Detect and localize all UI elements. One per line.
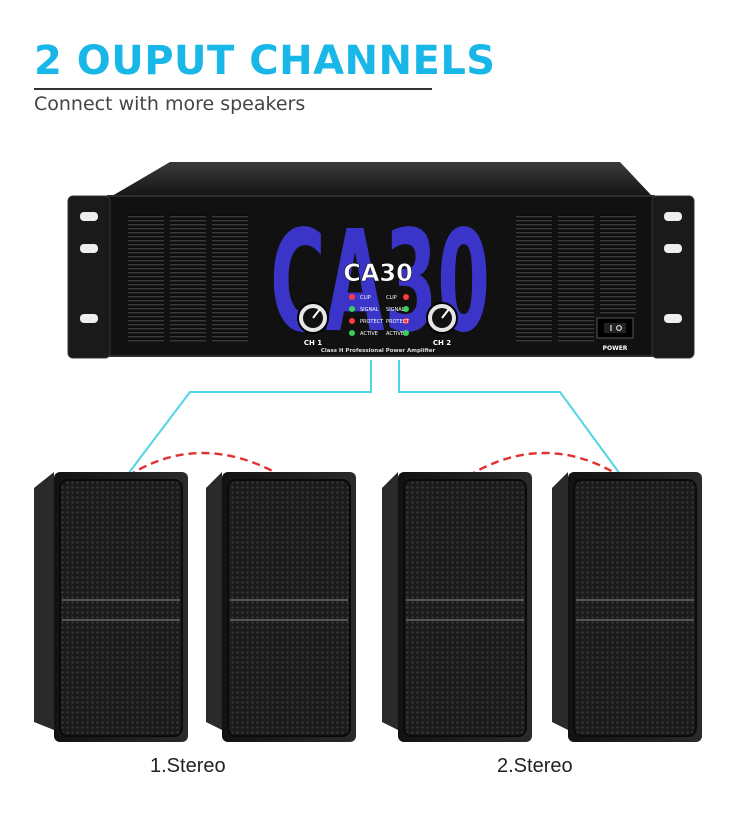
active-led-icon: [349, 330, 355, 336]
model-logo-small: CA30: [343, 259, 413, 287]
signal-led-icon: [403, 306, 409, 312]
rack-hole: [80, 314, 98, 323]
volume-knob-ch2[interactable]: [426, 302, 458, 334]
title-underline: [34, 88, 432, 90]
rack-hole: [80, 244, 98, 253]
channel-2-label: CH 2: [433, 339, 451, 347]
protect-led-icon: [403, 318, 409, 324]
model-logo-large: CA30: [270, 201, 490, 364]
speaker-links: [127, 451, 621, 478]
power-label: POWER: [603, 345, 628, 352]
caption-stereo-2: 2.Stereo: [497, 755, 573, 777]
page-title: 2 OUPUT CHANNELS: [34, 38, 496, 84]
indicator-label: CLIP: [386, 295, 397, 301]
clip-led-icon: [403, 294, 409, 300]
amp-tagline: Class H Professional Power Amplifier: [321, 348, 436, 354]
rack-hole: [664, 244, 682, 253]
vent-grille: [558, 214, 594, 342]
indicator-label: CLIP: [360, 295, 371, 301]
speaker-3: [382, 472, 532, 742]
speaker-2: [206, 472, 356, 742]
page-subtitle: Connect with more speakers: [34, 93, 306, 115]
vent-grille: [170, 214, 206, 342]
channel-1-label: CH 1: [304, 339, 322, 347]
indicator-label: PROTECT: [360, 319, 384, 325]
cable-right: [398, 360, 621, 475]
link-left: [127, 451, 283, 478]
speaker-cables: [127, 360, 621, 475]
indicator-label: SIGNAL: [386, 307, 405, 313]
rack-hole: [664, 314, 682, 323]
speaker-1: [34, 472, 188, 742]
active-led-icon: [403, 330, 409, 336]
indicator-label: ACTIVE: [386, 331, 404, 337]
indicator-label: PROTECT: [386, 319, 410, 325]
vent-grille: [600, 214, 636, 314]
link-right: [467, 451, 621, 478]
indicator-label: SIGNAL: [360, 307, 379, 313]
volume-knob-ch1[interactable]: [297, 302, 329, 334]
protect-led-icon: [349, 318, 355, 324]
rack-hole: [664, 212, 682, 221]
indicator-label: ACTIVE: [360, 331, 378, 337]
rack-hole: [80, 212, 98, 221]
indicator-panel-ch1: CLIP SIGNAL PROTECT ACTIVE: [349, 294, 384, 337]
signal-led-icon: [349, 306, 355, 312]
amplifier: CA30 CA30 CH 1 CH 2 CLIP SIGNAL PROTECT …: [67, 162, 695, 364]
vent-grille: [516, 214, 552, 342]
vent-grille: [128, 214, 164, 342]
indicator-panel-ch2: CLIP SIGNAL PROTECT ACTIVE: [386, 294, 410, 337]
caption-stereo-1: 1.Stereo: [150, 755, 226, 777]
clip-led-icon: [349, 294, 355, 300]
vent-grille: [212, 214, 248, 342]
cable-left: [127, 360, 372, 475]
power-switch[interactable]: [596, 317, 634, 339]
speaker-4: [552, 472, 702, 742]
